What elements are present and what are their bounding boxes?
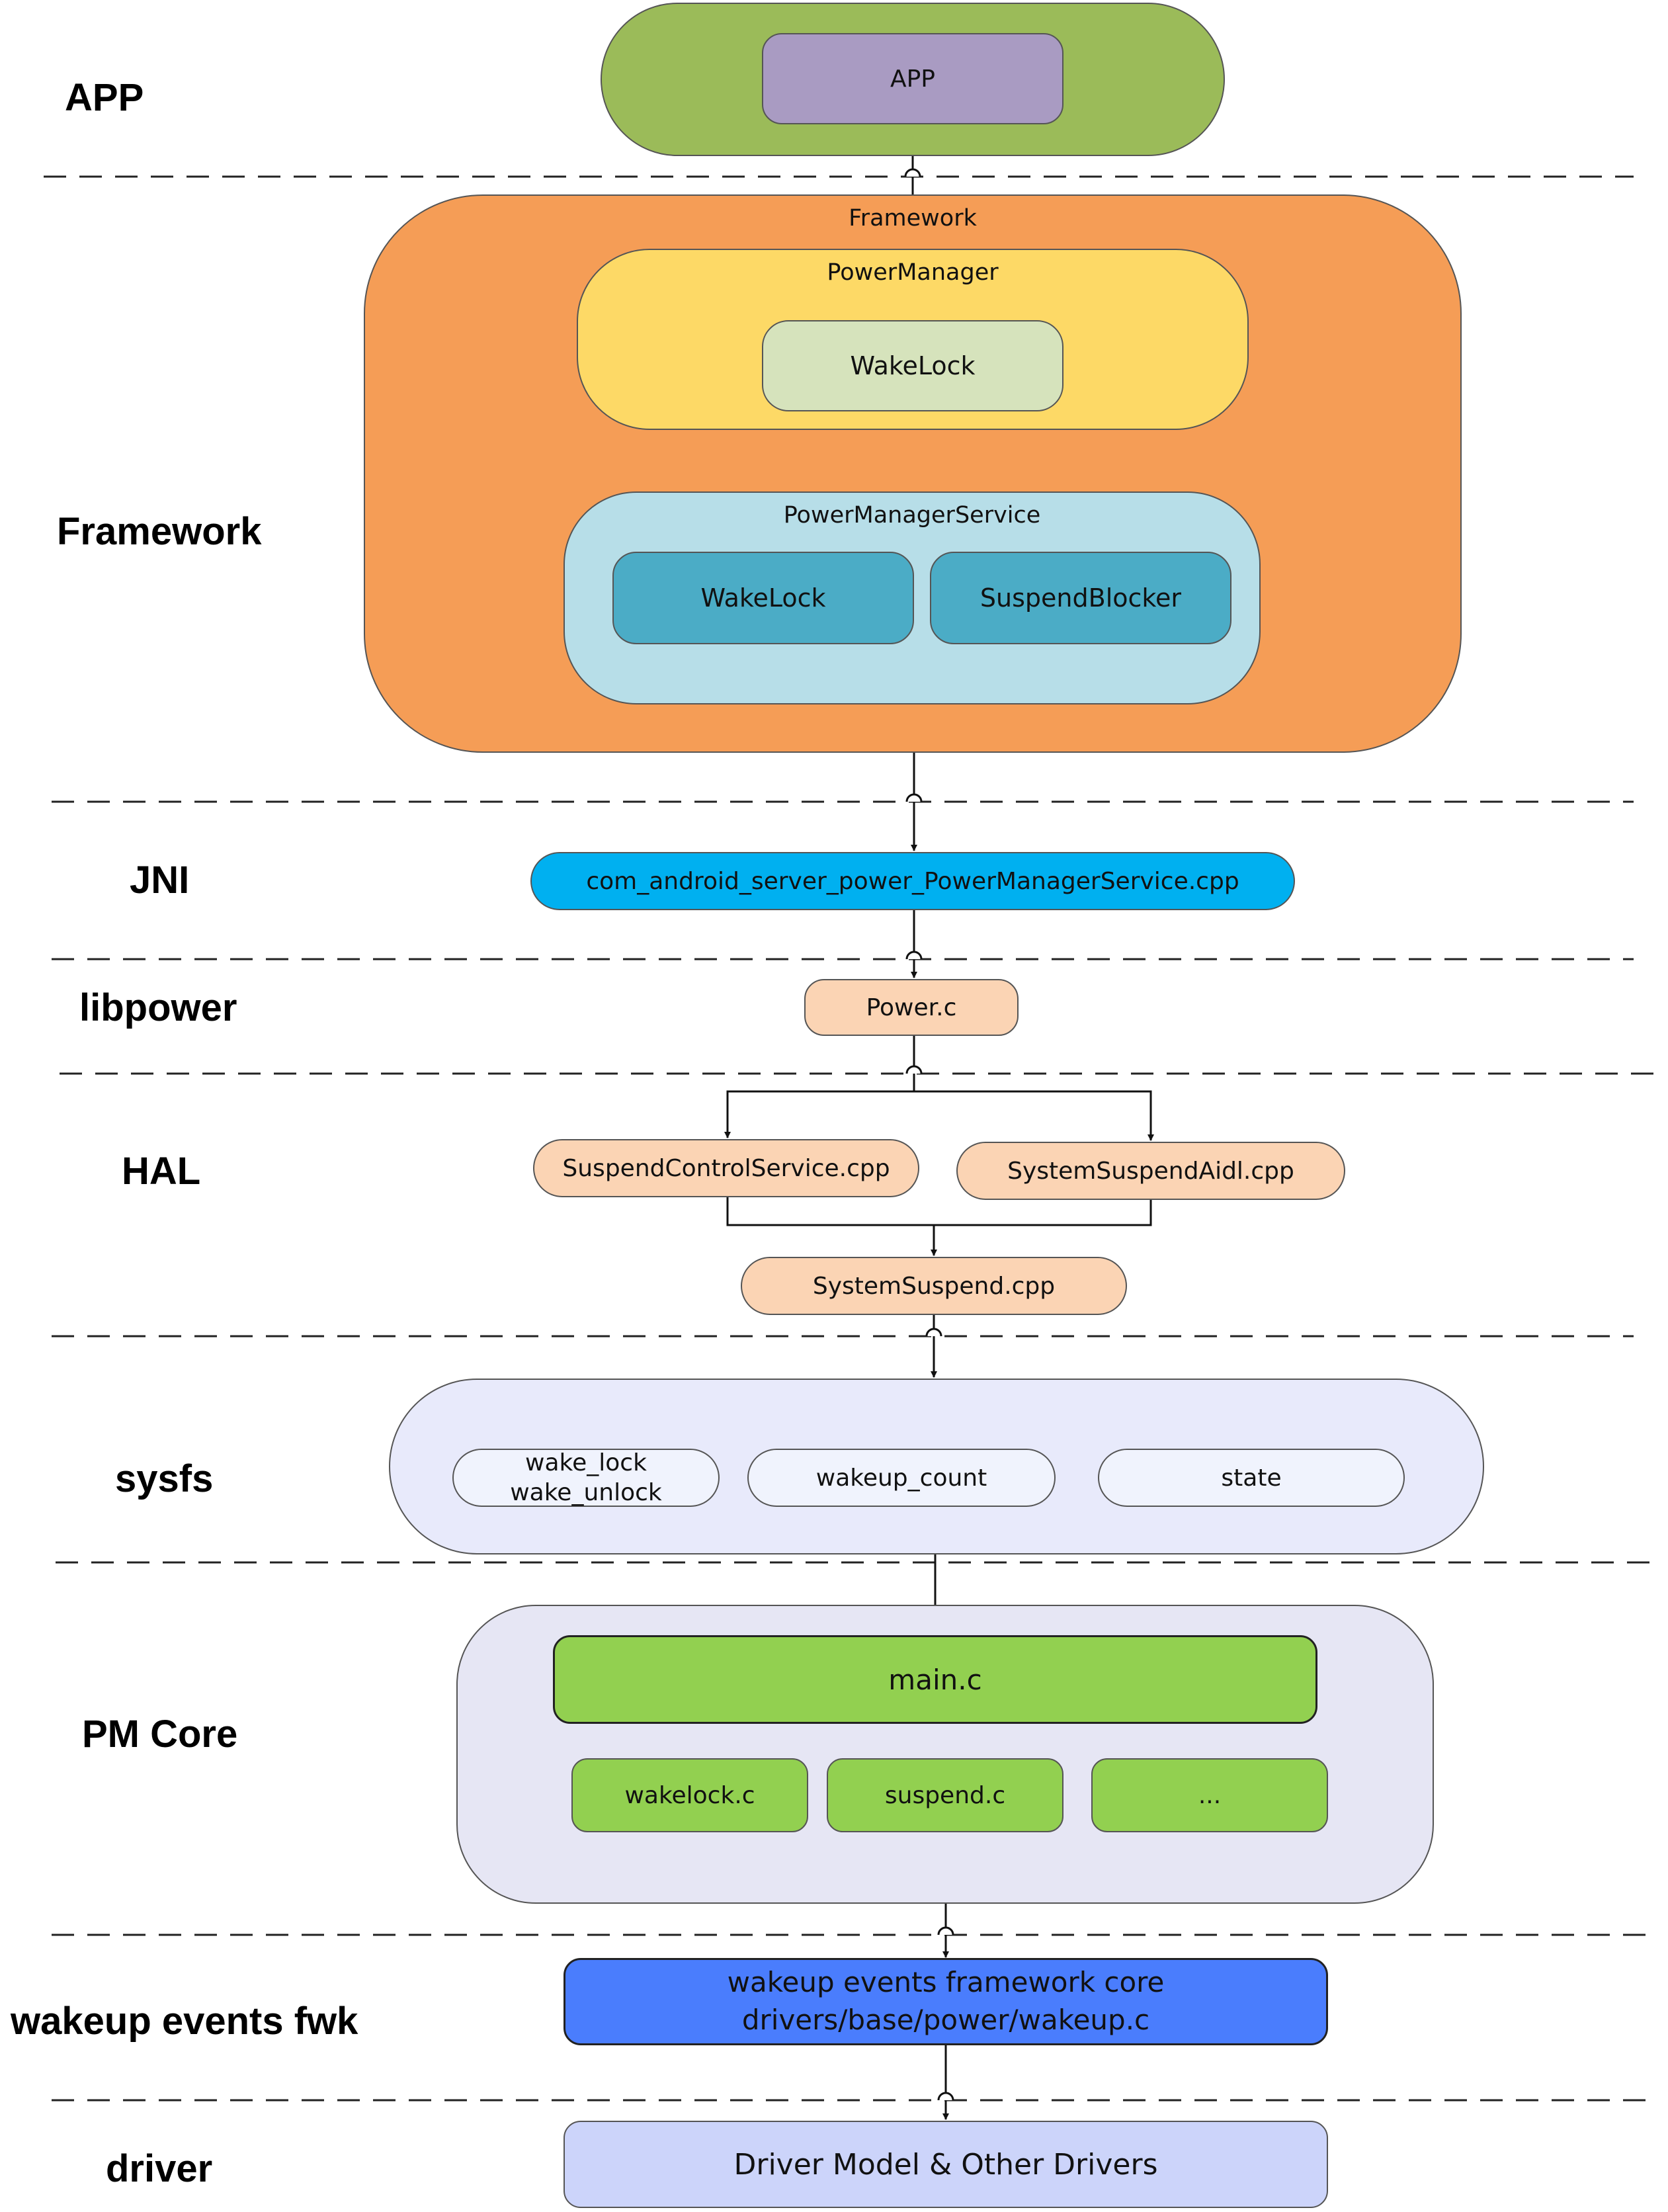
sysfs-wakelock-text: wake_lock wake_unlock <box>510 1448 662 1508</box>
app-box-label: APP <box>890 65 936 93</box>
suspend-c-box: suspend.c <box>827 1758 1063 1832</box>
pms-suspendblocker-box: SuspendBlocker <box>930 552 1231 644</box>
wakeup-events-text: wakeup events framework core drivers/bas… <box>728 1964 1165 2039</box>
layer-label-sysfs: sysfs <box>115 1457 214 1500</box>
sysfs-wake-lock-label: wake_lock <box>525 1449 647 1476</box>
wakeup-events-line2: drivers/base/power/wakeup.c <box>741 2004 1150 2036</box>
layer-label-hal: HAL <box>122 1150 201 1193</box>
hop-5 <box>925 1328 942 1337</box>
suspend-control-service-box: SuspendControlService.cpp <box>533 1139 919 1197</box>
wakeup-events-box: wakeup events framework core drivers/bas… <box>563 1958 1328 2045</box>
layer-label-app: APP <box>65 76 144 119</box>
powermanager-wakelock-box: WakeLock <box>762 320 1063 411</box>
sysfs-state-box: state <box>1098 1449 1405 1507</box>
jni-label: com_android_server_power_PowerManagerSer… <box>586 867 1239 895</box>
arrow-hal-join-right <box>934 1200 1152 1226</box>
sysfs-wakelock-box: wake_lock wake_unlock <box>452 1449 720 1507</box>
driver-label: Driver Model & Other Drivers <box>733 2147 1158 2182</box>
system-suspend-label: SystemSuspend.cpp <box>812 1272 1056 1300</box>
suspend-c-label: suspend.c <box>884 1781 1006 1809</box>
hop-2 <box>905 793 923 802</box>
sysfs-state-label: state <box>1221 1464 1282 1492</box>
hop-1 <box>904 168 921 177</box>
jni-box: com_android_server_power_PowerManagerSer… <box>530 852 1295 910</box>
layer-label-wakeup: wakeup events fwk <box>11 2000 358 2043</box>
hop-7 <box>937 2092 954 2101</box>
suspend-control-service-label: SuspendControlService.cpp <box>562 1154 890 1182</box>
main-c-box: main.c <box>553 1635 1317 1724</box>
system-suspend-aidl-label: SystemSuspendAidl.cpp <box>1007 1157 1294 1185</box>
powermanager-wakelock-label: WakeLock <box>850 351 976 380</box>
driver-box: Driver Model & Other Drivers <box>563 2121 1328 2208</box>
pms-wakelock-box: WakeLock <box>612 552 914 644</box>
arrow-power-branch <box>724 1036 915 1138</box>
arrow-power-branch-right <box>914 1090 1154 1141</box>
layer-label-libpower: libpower <box>79 986 237 1029</box>
hop-3 <box>905 951 923 960</box>
main-c-label: main.c <box>888 1663 982 1696</box>
system-suspend-box: SystemSuspend.cpp <box>741 1257 1127 1315</box>
app-box: APP <box>762 33 1063 124</box>
layer-label-jni: JNI <box>130 859 190 902</box>
sysfs-wakeup-count-box: wakeup_count <box>747 1449 1056 1507</box>
arrow-hal-join-left <box>726 1197 934 1226</box>
wakeup-events-line1: wakeup events framework core <box>727 1966 1165 1999</box>
sysfs-wakeup-count-label: wakeup_count <box>815 1464 987 1492</box>
framework-title: Framework <box>849 205 977 232</box>
layer-label-framework: Framework <box>57 510 262 553</box>
pms-wakelock-label: WakeLock <box>700 583 826 613</box>
layer-label-driver: driver <box>106 2147 213 2190</box>
pms-suspendblocker-label: SuspendBlocker <box>980 583 1182 613</box>
powermanager-title: PowerManager <box>827 259 999 286</box>
sysfs-wake-unlock-label: wake_unlock <box>510 1479 662 1506</box>
power-c-label: Power.c <box>866 994 957 1021</box>
wakelock-c-label: wakelock.c <box>624 1781 755 1809</box>
wakelock-c-box: wakelock.c <box>571 1758 808 1832</box>
pms-title: PowerManagerService <box>783 502 1041 529</box>
hop-4 <box>905 1065 923 1074</box>
pmcore-more-label: ... <box>1198 1781 1222 1809</box>
power-c-box: Power.c <box>804 979 1019 1036</box>
system-suspend-aidl-box: SystemSuspendAidl.cpp <box>956 1142 1345 1200</box>
pmcore-more-box: ... <box>1091 1758 1328 1832</box>
hop-6 <box>937 1926 954 1936</box>
layer-label-pmcore: PM Core <box>82 1713 238 1756</box>
